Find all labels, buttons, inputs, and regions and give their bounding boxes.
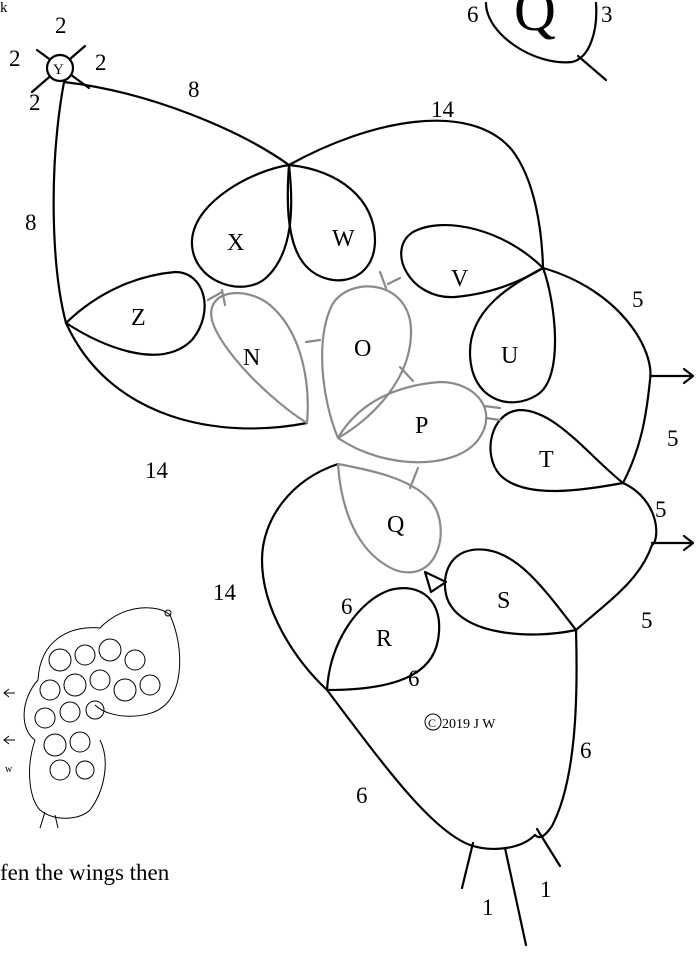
label-v: V — [451, 266, 469, 292]
y-count-left: 2 — [9, 46, 21, 71]
thread-bottom-center — [503, 846, 528, 947]
thumbnail-fragment: w — [5, 764, 13, 775]
black-rings — [64, 163, 625, 692]
label-u: U — [501, 343, 518, 369]
count-right-5b: 5 — [667, 426, 679, 451]
ring-x — [190, 163, 293, 288]
ring-n — [210, 291, 309, 425]
join-p-q — [408, 466, 420, 490]
label-q: Q — [387, 512, 404, 538]
count-top-8: 8 — [188, 77, 200, 102]
copyright-text: 2019 J W — [442, 717, 496, 732]
top-q-ring: Q 6 3 — [467, 0, 613, 82]
thumbnail-diagram: w — [3, 607, 181, 829]
copyright: C 2019 J W — [424, 713, 496, 732]
join-q-r-s — [423, 570, 448, 594]
ring-o — [321, 285, 413, 440]
thread-bottom-left — [460, 841, 475, 890]
y-count-bottom: 2 — [29, 90, 41, 115]
top-q-ring-arc — [484, 1, 598, 64]
join-o-p — [398, 365, 415, 383]
ring-u — [468, 266, 557, 404]
chain-top-8 — [62, 80, 291, 167]
count-top-14: 14 — [431, 97, 455, 122]
top-q-thread — [576, 54, 608, 82]
label-s: S — [497, 588, 510, 614]
label-x: X — [227, 230, 244, 256]
count-right-5a: 5 — [632, 287, 644, 312]
count-left-8: 8 — [25, 210, 37, 235]
count-bottom-left-6: 6 — [356, 783, 368, 808]
chain-bottom-left-6 — [325, 688, 537, 850]
label-r: R — [376, 626, 392, 652]
chain-bottom-14 — [64, 321, 309, 430]
join-n-o — [304, 338, 322, 344]
join-v-o — [386, 276, 402, 286]
join-z-n — [206, 290, 224, 302]
y-ring-circle — [45, 53, 75, 83]
ring-v — [400, 224, 545, 299]
ring-r — [325, 587, 441, 692]
chain-left-8 — [52, 80, 68, 325]
y-ring: Y 2 2 2 2 — [9, 13, 107, 115]
join-x-n — [220, 288, 227, 307]
count-bottom-right-6: 6 — [580, 738, 592, 763]
copyright-circle — [424, 713, 442, 731]
count-bottom-1-right: 1 — [540, 877, 552, 902]
copyright-symbol: C — [428, 716, 436, 730]
ring-z — [64, 270, 206, 356]
join-t-p — [484, 416, 502, 422]
count-bottom-1-left: 1 — [482, 895, 494, 920]
grey-rings — [206, 270, 502, 594]
chain-top-14 — [287, 119, 545, 270]
ring-s — [443, 548, 578, 636]
chain-right-5-lower — [574, 481, 658, 632]
chain-bottom-right-6 — [533, 628, 578, 839]
chain-left-14 — [260, 462, 340, 692]
count-right-5d: 5 — [641, 608, 653, 633]
count-r-6-bottom: 6 — [408, 666, 420, 691]
count-right-5c: 5 — [655, 497, 667, 522]
thread-bottom-right — [535, 827, 562, 868]
ring-p — [336, 380, 488, 464]
top-q-count-3: 3 — [601, 2, 613, 27]
count-r-6-top: 6 — [341, 594, 353, 619]
ring-q — [336, 462, 442, 574]
count-left-14: 14 — [145, 458, 169, 483]
join-w-o — [378, 270, 388, 290]
y-count-right: 2 — [95, 50, 107, 75]
arrow-upper-head — [682, 367, 695, 385]
count-mid-14: 14 — [213, 580, 237, 605]
label-o: O — [354, 336, 371, 362]
y-ring-label: Y — [53, 62, 64, 78]
bottom-instruction-text: fen the wings then — [0, 860, 170, 885]
ring-w — [286, 163, 377, 282]
label-n: N — [243, 345, 260, 371]
label-p: P — [415, 413, 428, 439]
ring-labels: X W V Z N O U P T Q S R — [131, 226, 554, 652]
top-left-fragment: k — [0, 0, 8, 16]
label-t: T — [539, 447, 554, 473]
ring-t — [489, 408, 625, 493]
join-u-p — [482, 404, 502, 410]
stitch-counts: 8 8 14 5 5 5 5 14 14 6 6 6 6 1 1 — [25, 77, 679, 920]
label-w: W — [332, 226, 355, 252]
top-q-count-6: 6 — [467, 2, 479, 27]
chains — [52, 80, 695, 947]
arrow-lower-head — [682, 534, 695, 552]
y-count-top: 2 — [55, 13, 67, 38]
top-q-label: Q — [514, 0, 556, 43]
label-z: Z — [131, 305, 146, 331]
